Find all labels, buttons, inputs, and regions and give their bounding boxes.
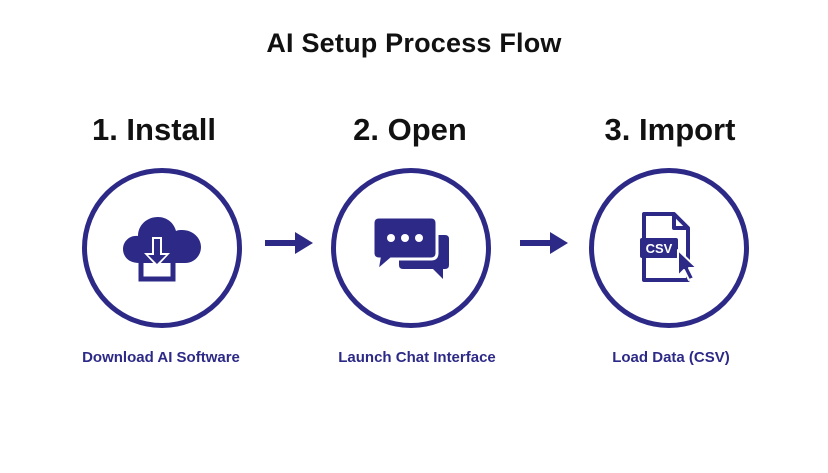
step-2-circle	[331, 168, 491, 328]
page-title: AI Setup Process Flow	[266, 28, 562, 58]
step-3-circle: CSV	[589, 168, 749, 328]
cloud-download-icon	[123, 217, 201, 282]
step-1-circle	[82, 168, 242, 328]
arrow-right-icon	[520, 232, 568, 254]
csv-file-icon: CSV	[634, 210, 704, 286]
csv-file-label: CSV	[645, 241, 673, 256]
step-3-caption: Load Data (CSV)	[612, 349, 730, 366]
step-3-heading: 3. Import	[604, 112, 736, 147]
step-2-heading: 2. Open	[353, 112, 467, 147]
step-2-caption: Launch Chat Interface	[338, 349, 496, 366]
step-1-caption: Download AI Software	[82, 349, 240, 366]
step-1-heading: 1. Install	[91, 112, 217, 147]
chat-bubbles-icon	[371, 215, 449, 279]
arrow-right-icon	[265, 232, 313, 254]
